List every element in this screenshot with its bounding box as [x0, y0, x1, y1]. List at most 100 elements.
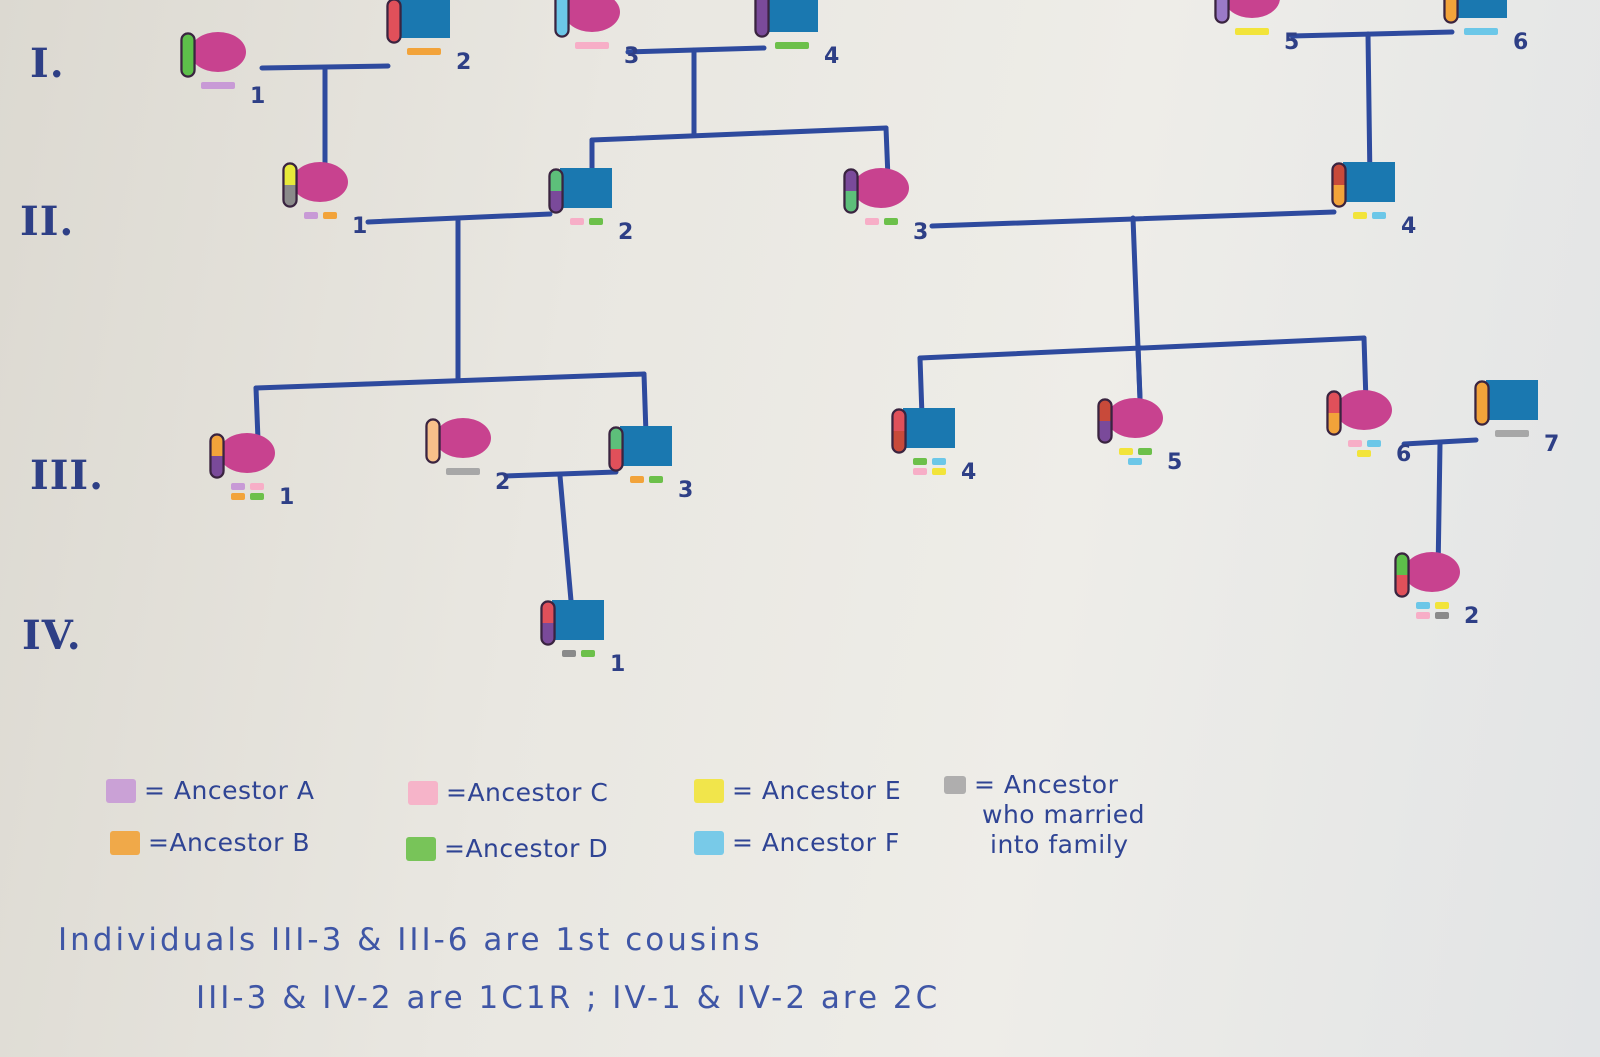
chromosome: [891, 408, 907, 454]
ancestry-marker: [1415, 612, 1430, 619]
ancestry-marker: [912, 458, 927, 465]
male-symbol: [766, 0, 818, 32]
chromosome: [425, 418, 441, 464]
ancestry-markers: [772, 42, 812, 49]
ancestry-marker: [629, 476, 644, 483]
generation-label-i: I.: [30, 40, 65, 87]
individual-number: 7: [1544, 432, 1560, 457]
individual-iii-4: 4: [891, 408, 976, 485]
legend-label-b: =Ancestor B: [148, 828, 311, 857]
chromosome: [548, 168, 564, 214]
individual-number: 6: [1396, 442, 1412, 467]
ancestry-marker: [648, 476, 663, 483]
chromosome: [554, 0, 570, 38]
female-symbol: [1404, 552, 1460, 592]
ancestry-marker: [1371, 212, 1386, 219]
chromosome: [1097, 398, 1113, 444]
individual-ii-1: 1: [282, 162, 367, 239]
legend-swatch-married-in: [944, 776, 966, 794]
ancestry-marker: [1495, 430, 1529, 437]
individual-iv-2: 2: [1394, 552, 1479, 629]
ancestry-markers: [572, 42, 612, 49]
individual-number: 4: [824, 44, 840, 69]
chromosome: [1214, 0, 1230, 24]
ancestry-marker: [575, 42, 609, 49]
female-symbol: [219, 433, 275, 473]
legend-swatch-e: [694, 778, 724, 803]
male-symbol: [1455, 0, 1507, 18]
descent-line-i5-i6: [1365, 31, 1373, 185]
female-symbol: [853, 168, 909, 208]
ancestry-marker: [569, 218, 584, 225]
ancestry-markers: [1412, 602, 1452, 619]
ancestry-marker: [249, 493, 264, 500]
chromosome: [386, 0, 402, 44]
female-symbol: [1224, 0, 1280, 18]
legend-married-in-line-1: = Ancestor: [974, 770, 1119, 799]
ancestry-marker: [230, 493, 245, 500]
ancestry-markers: [1115, 448, 1155, 465]
ancestry-markers: [1232, 28, 1272, 35]
individual-number: 2: [618, 220, 634, 245]
legend-ancestor-f: = Ancestor F: [694, 828, 900, 857]
individual-number: 6: [1513, 30, 1529, 55]
individual-number: 4: [1401, 214, 1417, 239]
ancestry-marker: [230, 483, 245, 490]
ancestry-markers: [626, 476, 666, 483]
ancestry-markers: [404, 48, 444, 55]
chromosome: [1326, 390, 1342, 436]
individual-iii-3: 3: [608, 426, 693, 503]
individual-ii-3: 3: [843, 168, 928, 245]
legend-married-in: = Ancestor who married into family: [944, 770, 1145, 860]
ancestry-markers: [1349, 212, 1389, 219]
ancestry-marker: [1464, 28, 1498, 35]
ancestry-marker: [1118, 448, 1133, 455]
individual-i-2: 2: [386, 0, 471, 75]
descent-line-iii2-iii3: [557, 473, 575, 615]
legend-label-e: = Ancestor E: [732, 776, 902, 805]
legend-ancestor-a: = Ancestor A: [106, 776, 314, 805]
individual-number: 5: [1284, 30, 1300, 55]
cousin-note-line-2: III-3 & IV-2 are 1C1R ; IV-1 & IV-2 are …: [196, 980, 941, 1016]
ancestry-marker: [1235, 28, 1269, 35]
legend-ancestor-b: =Ancestor B: [110, 828, 310, 857]
ancestry-marker: [1366, 440, 1381, 447]
legend-label-a: = Ancestor A: [144, 776, 315, 805]
ancestry-marker: [931, 458, 946, 465]
male-symbol: [552, 600, 604, 640]
female-symbol: [190, 32, 246, 72]
male-symbol: [1343, 162, 1395, 202]
legend-swatch-c: [408, 780, 438, 805]
ancestry-marker: [580, 650, 595, 657]
ancestry-marker: [775, 42, 809, 49]
ancestry-marker: [883, 218, 898, 225]
ancestry-marker: [322, 212, 337, 219]
legend-swatch-f: [694, 830, 724, 855]
ancestry-marker: [588, 218, 603, 225]
cousin-note-line-1: Individuals III-3 & III-6 are 1st cousin…: [58, 922, 763, 958]
legend-label-married-in: = Ancestor who married into family: [974, 770, 1145, 860]
marriage-line-i5-i6: [1289, 29, 1455, 39]
female-symbol: [564, 0, 620, 32]
individual-number: 1: [250, 84, 266, 109]
drop-line-iii1: [253, 385, 261, 443]
female-symbol: [435, 418, 491, 458]
generation-label-ii: II.: [20, 198, 75, 245]
individual-number: 3: [624, 44, 640, 69]
individual-iii-5: 5: [1097, 398, 1182, 475]
chromosome: [540, 600, 556, 646]
generation-label-iii: III.: [30, 452, 105, 499]
ancestry-marker: [1347, 440, 1362, 447]
legend-married-in-line-3: into family: [990, 830, 1129, 859]
ancestry-marker: [1137, 448, 1152, 455]
individual-number: 3: [678, 478, 694, 503]
chromosome: [843, 168, 859, 214]
legend-label-f: = Ancestor F: [732, 828, 900, 857]
ancestry-markers: [1344, 440, 1384, 457]
ancestry-markers: [1461, 28, 1501, 35]
ancestry-marker: [1415, 602, 1430, 609]
ancestry-marker: [249, 483, 264, 490]
ancestry-marker: [1434, 612, 1449, 619]
male-symbol: [398, 0, 450, 38]
